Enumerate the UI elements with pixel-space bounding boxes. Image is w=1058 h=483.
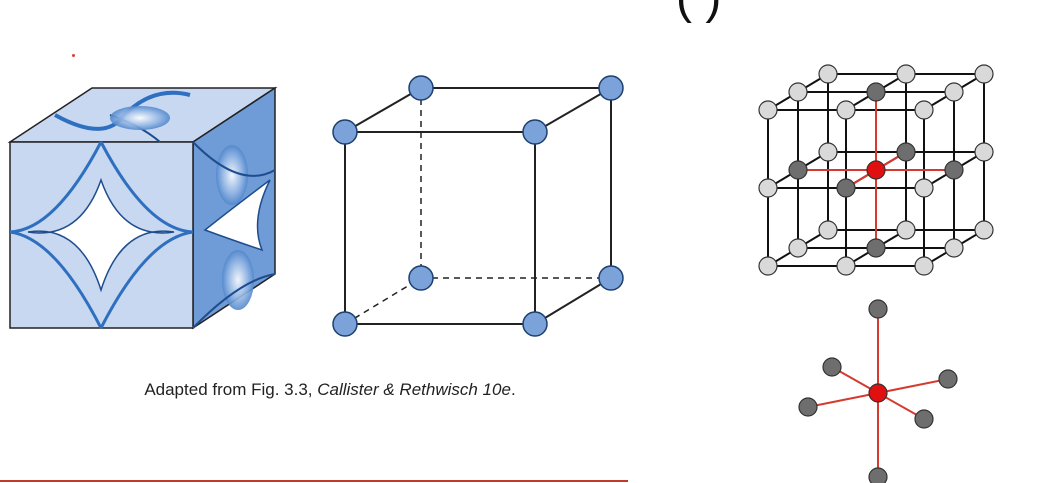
reduced-sphere-cube-icon bbox=[332, 75, 624, 337]
lattice-atom bbox=[836, 256, 856, 276]
lattice-atom bbox=[818, 220, 838, 240]
corner-atom bbox=[408, 265, 434, 291]
octa-bond bbox=[807, 392, 879, 408]
caption-suffix: . bbox=[510, 380, 516, 399]
octa-neighbor-atom bbox=[938, 369, 958, 389]
lattice-atom bbox=[974, 142, 994, 162]
center-atom bbox=[866, 160, 886, 180]
lattice-atom bbox=[914, 256, 934, 276]
lattice-atom bbox=[758, 256, 778, 276]
cut-off-heading: ( ) bbox=[676, 0, 721, 25]
corner-atom bbox=[598, 265, 624, 291]
caption-source: Callister & Rethwisch 10e bbox=[317, 380, 511, 399]
neighbor-atom bbox=[944, 160, 964, 180]
lattice-atom bbox=[818, 64, 838, 84]
octa-bond bbox=[877, 378, 949, 394]
lattice-atom bbox=[974, 220, 994, 240]
lattice-atom bbox=[914, 178, 934, 198]
lattice-atom bbox=[974, 64, 994, 84]
lattice-atom bbox=[944, 238, 964, 258]
corner-atom bbox=[408, 75, 434, 101]
hard-sphere-cube-icon bbox=[7, 86, 278, 330]
lattice-atom bbox=[788, 82, 808, 102]
lattice-atom bbox=[914, 100, 934, 120]
octa-neighbor-atom bbox=[798, 397, 818, 417]
corner-atom bbox=[522, 119, 548, 145]
neighbor-atom bbox=[788, 160, 808, 180]
bottom-divider bbox=[0, 480, 628, 482]
six-fold-coordination-icon bbox=[798, 299, 958, 483]
lattice-atom bbox=[758, 100, 778, 120]
caption-prefix: Adapted from Fig. 3.3, bbox=[144, 380, 318, 399]
octa-neighbor-atom bbox=[868, 467, 888, 483]
octa-neighbor-atom bbox=[868, 299, 888, 319]
octa-neighbor-atom bbox=[822, 357, 842, 377]
neighbor-atom bbox=[896, 142, 916, 162]
neighbor-atom bbox=[866, 82, 886, 102]
lattice-atom bbox=[758, 178, 778, 198]
stray-dot bbox=[72, 54, 75, 57]
lattice-atom bbox=[896, 220, 916, 240]
lattice-atom bbox=[818, 142, 838, 162]
corner-atom bbox=[522, 311, 548, 337]
corner-atom bbox=[598, 75, 624, 101]
lattice-atom bbox=[836, 100, 856, 120]
lattice-atom bbox=[944, 82, 964, 102]
corner-atom bbox=[332, 311, 358, 337]
neighbor-atom bbox=[836, 178, 856, 198]
corner-atom bbox=[332, 119, 358, 145]
octa-center-atom bbox=[868, 383, 888, 403]
coordination-lattice-icon bbox=[758, 64, 994, 276]
octa-neighbor-atom bbox=[914, 409, 934, 429]
lattice-atom bbox=[896, 64, 916, 84]
lattice-atom bbox=[788, 238, 808, 258]
neighbor-atom bbox=[866, 238, 886, 258]
figure-caption: Adapted from Fig. 3.3, Callister & Rethw… bbox=[0, 380, 660, 400]
